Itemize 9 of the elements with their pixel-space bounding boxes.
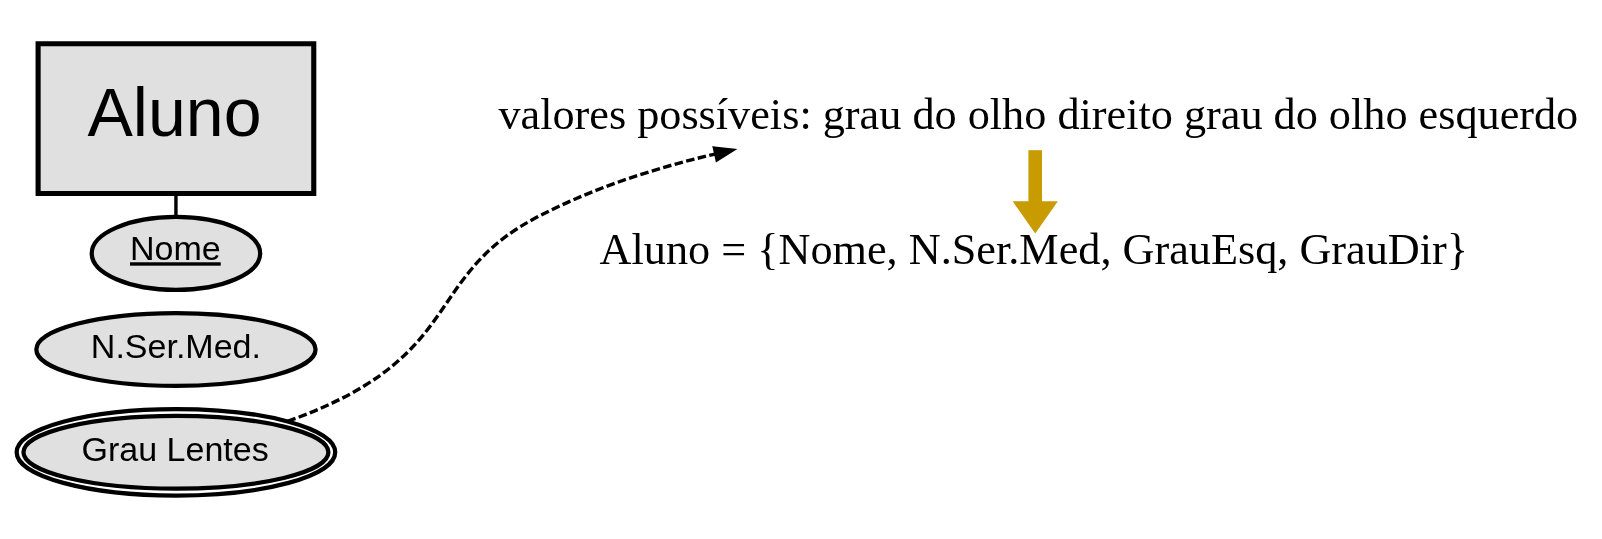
node-ellipse: Grau Lentes: [14, 406, 338, 498]
node-ellipse: N.Ser.Med.: [34, 310, 318, 389]
arrow: [1012, 150, 1058, 234]
node-text: valores possíveis: grau do olho direito grau do olho esquerdo: [498, 90, 1579, 140]
node-ellipse: Nome: [89, 214, 263, 293]
node-box: Aluno: [35, 41, 317, 197]
arrow: [286, 146, 738, 423]
connector: [174, 193, 178, 217]
node-text: Aluno = {Nome, N.Ser.Med, GrauEsq, GrauDir}: [599, 225, 1469, 275]
